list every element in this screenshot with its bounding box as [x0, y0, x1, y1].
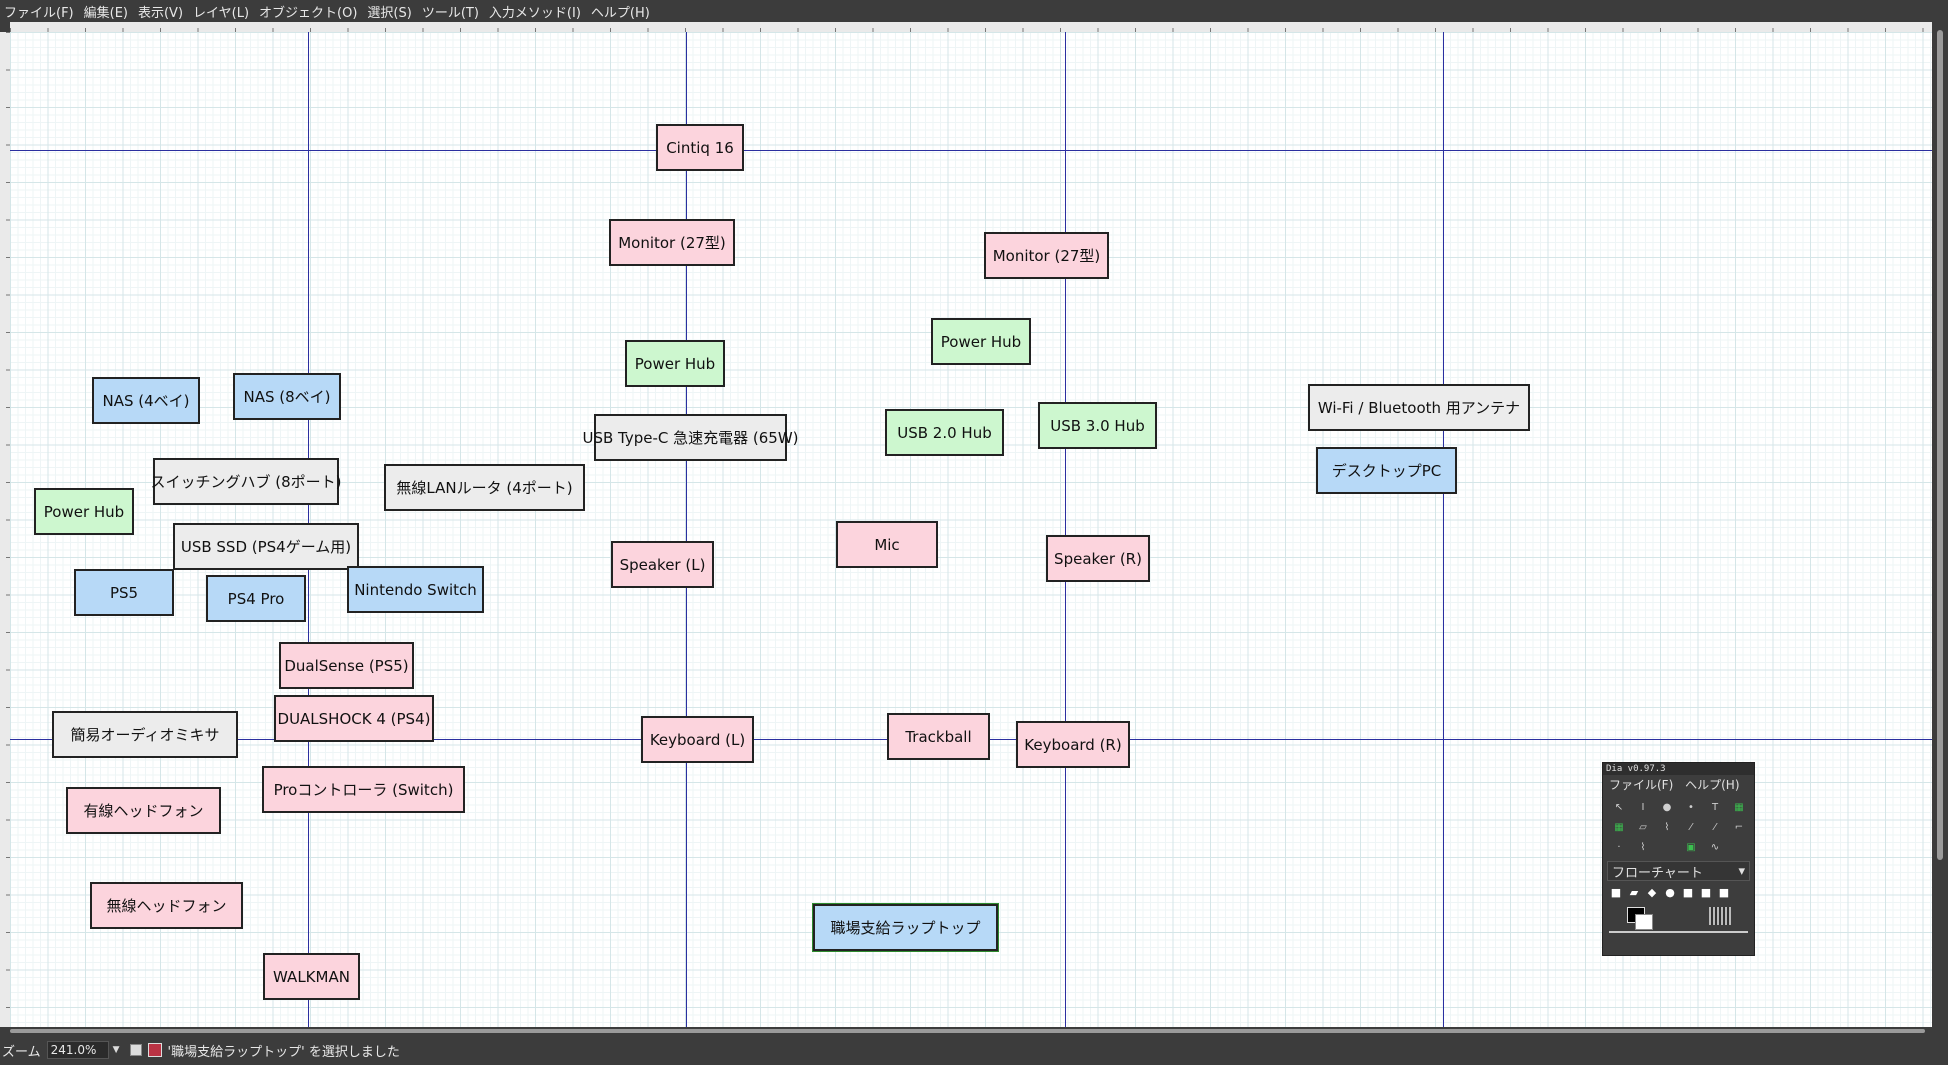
toolbox-title: Dia v0.97.3 [1603, 763, 1754, 775]
box-tool-icon[interactable]: ▦ [1734, 801, 1744, 813]
node-mixer[interactable]: 簡易オーディオミキサ [52, 711, 238, 758]
diagram-canvas[interactable]: Cintiq 16 Monitor (27型) Monitor (27型) Po… [10, 32, 1932, 1027]
node-wifi-antenna[interactable]: Wi-Fi / Bluetooth 用アンテナ [1308, 384, 1530, 431]
line-width-icon[interactable] [1709, 907, 1731, 925]
node-ps5[interactable]: PS5 [74, 569, 174, 616]
toolbox-window[interactable]: Dia v0.97.3 ファイル(F) ヘルプ(H) ↖ I ● • T ▦ ▦… [1602, 762, 1755, 956]
node-trackball[interactable]: Trackball [887, 713, 990, 760]
guide-horizontal[interactable] [10, 150, 1932, 151]
horizontal-scrollbar[interactable] [0, 1027, 1932, 1035]
guide-vertical[interactable] [1443, 32, 1444, 1027]
vertical-scroll-thumb[interactable] [1937, 30, 1943, 860]
image-tool-icon[interactable]: ▣ [1686, 841, 1696, 853]
node-keyboard-l[interactable]: Keyboard (L) [641, 716, 754, 763]
node-dualsense[interactable]: DualSense (PS5) [279, 642, 414, 689]
node-desktop-pc[interactable]: デスクトップPC [1316, 447, 1457, 494]
node-monitor-right[interactable]: Monitor (27型) [984, 232, 1109, 279]
parallelogram-shape-icon[interactable]: ▰ [1629, 885, 1639, 899]
node-usbc-charger[interactable]: USB Type-C 急速充電器 (65W) [582, 414, 799, 461]
menu-object[interactable]: オブジェクト(O) [259, 5, 358, 21]
flowchart-shapes: ■ ▰ ◆ ● ■ ■ ■ [1603, 883, 1754, 901]
toolbox-menubar: ファイル(F) ヘルプ(H) [1603, 775, 1754, 795]
decision-shape-icon[interactable]: ◆ [1647, 885, 1657, 899]
process-shape-icon[interactable]: ■ [1610, 885, 1622, 899]
menu-select[interactable]: 選択(S) [367, 5, 412, 21]
node-usb2-hub[interactable]: USB 2.0 Hub [885, 409, 1004, 456]
terminal-shape-icon[interactable]: ● [1665, 885, 1675, 899]
menubar: ファイル(F) 編集(E) 表示(V) レイヤ(L) オブジェクト(O) 選択(… [0, 0, 1948, 22]
statusbar: ズーム ▼ '職場支給ラップトップ' を選択しました [0, 1035, 1948, 1065]
empty-tool-slot-icon [1655, 837, 1679, 857]
arc-tool-icon[interactable]: ⁄ [1714, 821, 1716, 833]
bezier-tool-icon[interactable]: ⌇ [1640, 841, 1646, 853]
guide-vertical[interactable] [1065, 32, 1066, 1027]
node-nas-4bay[interactable]: NAS (4ベイ) [92, 377, 200, 424]
guide-vertical[interactable] [686, 32, 687, 1027]
node-mic[interactable]: Mic [836, 521, 938, 568]
node-wired-headphone[interactable]: 有線ヘッドフォン [66, 787, 221, 834]
line-tool-icon[interactable]: ⁄ [1690, 821, 1692, 833]
manual-input-shape-icon[interactable]: ■ [1700, 885, 1712, 899]
toolbox-tool-grid: ↖ I ● • T ▦ ▦ ▱ ⌇ ⁄ ⁄ ⌐ · ⌇ ▣ ∿ [1603, 795, 1754, 859]
chevron-down-icon: ▾ [1738, 863, 1745, 879]
toolbox-menu-help[interactable]: ヘルプ(H) [1685, 778, 1740, 792]
node-pro-controller[interactable]: Proコントローラ (Switch) [262, 766, 465, 813]
node-power-hub-right[interactable]: Power Hub [931, 318, 1031, 365]
magnify-tool-icon[interactable]: ● [1662, 801, 1672, 813]
node-walkman[interactable]: WALKMAN [263, 953, 360, 1000]
menu-tools[interactable]: ツール(T) [421, 5, 479, 21]
ellipse-tool-icon[interactable]: ▦ [1614, 821, 1624, 833]
node-wireless-headphone[interactable]: 無線ヘッドフォン [90, 882, 243, 929]
vertical-scrollbar[interactable] [1932, 22, 1948, 1027]
polygon-tool-icon[interactable]: ▱ [1639, 821, 1647, 833]
polyline-tool-icon[interactable]: · [1617, 841, 1621, 853]
chevron-down-icon[interactable]: ▼ [112, 1045, 120, 1055]
menu-edit[interactable]: 編集(E) [83, 5, 128, 21]
predefined-process-shape-icon[interactable]: ■ [1682, 885, 1694, 899]
beziergon-tool-icon[interactable]: ⌇ [1664, 821, 1670, 833]
menu-file[interactable]: ファイル(F) [4, 5, 74, 21]
document-shape-icon[interactable]: ■ [1718, 885, 1730, 899]
pointer-tool-icon[interactable]: ↖ [1614, 801, 1624, 813]
background-color-swatch[interactable] [1635, 914, 1653, 930]
color-selector[interactable] [1603, 901, 1754, 931]
node-cintiq[interactable]: Cintiq 16 [656, 124, 744, 171]
sheet-selector-value: フローチャート [1612, 865, 1703, 881]
node-keyboard-r[interactable]: Keyboard (R) [1016, 721, 1130, 768]
node-ps4pro[interactable]: PS4 Pro [206, 575, 306, 622]
line-style-selector[interactable] [1609, 931, 1748, 941]
text-tool-icon[interactable]: T [1711, 801, 1719, 813]
text-edit-tool-icon[interactable]: I [1641, 801, 1645, 813]
sheet-selector[interactable]: フローチャート ▾ [1607, 861, 1750, 881]
node-dualshock[interactable]: DUALSHOCK 4 (PS4) [274, 695, 434, 742]
node-power-hub-center[interactable]: Power Hub [625, 340, 725, 387]
horizontal-scroll-thumb[interactable] [10, 1029, 1925, 1033]
node-nas-8bay[interactable]: NAS (8ベイ) [233, 373, 341, 420]
status-message: '職場支給ラップトップ' を選択しました [167, 1044, 400, 1060]
node-wireless-router[interactable]: 無線LANルータ (4ポート) [384, 464, 585, 511]
scroll-tool-icon[interactable]: • [1688, 801, 1694, 813]
object-icon [147, 1043, 162, 1057]
menu-view[interactable]: 表示(V) [137, 5, 184, 21]
menu-help[interactable]: ヘルプ(H) [590, 5, 650, 21]
node-usb3-hub[interactable]: USB 3.0 Hub [1038, 402, 1157, 449]
outline-tool-icon[interactable]: ∿ [1710, 841, 1720, 853]
zoom-input[interactable] [46, 1041, 109, 1059]
zoom-label: ズーム [2, 1044, 41, 1060]
snap-to-grid-icon[interactable] [129, 1044, 142, 1056]
menu-input-method[interactable]: 入力メソッド(I) [488, 5, 581, 21]
node-switching-hub[interactable]: スイッチングハブ (8ポート) [150, 458, 342, 505]
node-power-hub-left[interactable]: Power Hub [34, 488, 134, 535]
node-speaker-r[interactable]: Speaker (R) [1046, 535, 1150, 582]
node-usb-ssd[interactable]: USB SSD (PS4ゲーム用) [173, 523, 359, 570]
menu-layer[interactable]: レイヤ(L) [193, 5, 250, 21]
zigzag-tool-icon[interactable]: ⌐ [1734, 821, 1744, 833]
node-speaker-l[interactable]: Speaker (L) [611, 541, 714, 588]
node-work-laptop[interactable]: 職場支給ラップトップ [812, 903, 999, 952]
node-monitor-left[interactable]: Monitor (27型) [609, 219, 735, 266]
toolbox-menu-file[interactable]: ファイル(F) [1609, 778, 1674, 792]
empty-tool-slot-icon [1727, 837, 1751, 857]
node-nintendo-switch[interactable]: Nintendo Switch [347, 566, 484, 613]
